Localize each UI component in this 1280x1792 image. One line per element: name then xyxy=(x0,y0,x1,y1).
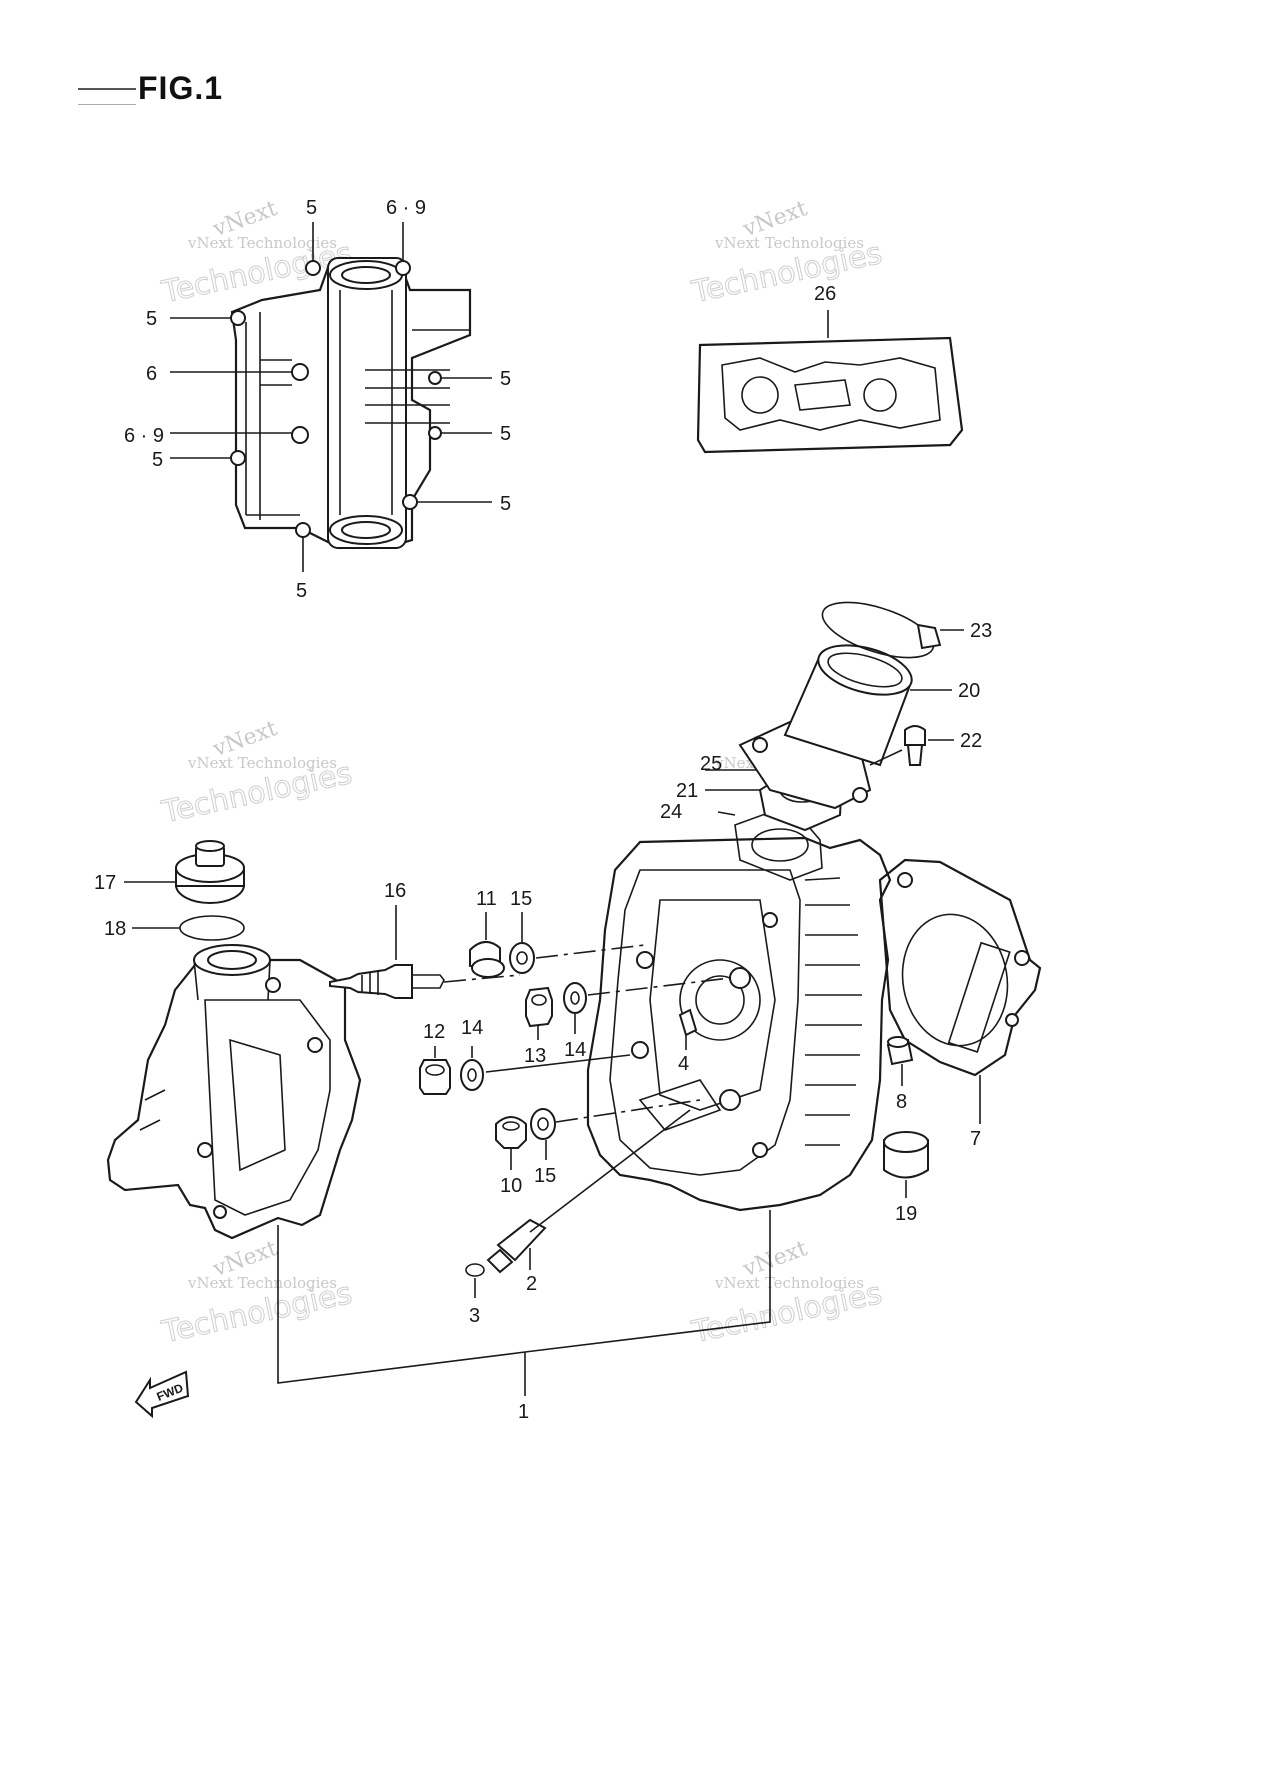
callout-label: 4 xyxy=(678,1053,689,1075)
watermark-top-right: vNext vNext Technologies Technologies xyxy=(688,196,886,311)
cap-nut-11: 11 xyxy=(469,888,505,978)
watermark-text: vNext Technologies xyxy=(187,754,337,772)
callout-label: 16 xyxy=(384,880,406,902)
callout-label: 19 xyxy=(895,1203,917,1225)
cylinder-head-gasket: 7 xyxy=(878,858,1042,1150)
watermark-bottom-right: vNext vNext Technologies Technologies xyxy=(688,1236,886,1351)
callout-label: 21 xyxy=(676,780,698,802)
callout-label: 10 xyxy=(500,1175,522,1197)
intake-pipe: 20 xyxy=(738,644,980,810)
watermark-text: vNext Technologies xyxy=(187,1274,337,1292)
callout-label: 5 xyxy=(500,368,511,390)
watermark-text: vNext Technologies xyxy=(714,234,864,252)
callout-label: 6 · 9 xyxy=(386,197,426,219)
callout-label: 6 xyxy=(146,363,157,385)
callout-label: 20 xyxy=(958,680,980,702)
callout-label: 1 xyxy=(518,1401,529,1423)
callout-label: 5 xyxy=(152,449,163,471)
callout-label: 3 xyxy=(469,1305,480,1327)
watermark-mid-left: vNext vNext Technologies Technologies xyxy=(158,716,356,831)
callout-label: 17 xyxy=(94,872,116,894)
callout-label: 6 · 9 xyxy=(124,425,164,447)
o-ring: 18 xyxy=(104,915,245,941)
callout-label: 5 xyxy=(296,580,307,602)
nut-13: 13 xyxy=(524,986,553,1067)
gasket-set: 26 xyxy=(696,283,964,454)
callout-label: 5 xyxy=(146,308,157,330)
callout-label: 14 xyxy=(564,1039,586,1061)
callout-label: 15 xyxy=(534,1165,556,1187)
watermark-text: vNext Technologies xyxy=(714,1274,864,1292)
dowel-pin: 8 xyxy=(886,1036,914,1113)
callout-label: 22 xyxy=(960,730,982,752)
callout-label: 11 xyxy=(476,888,497,910)
callout-label: 12 xyxy=(423,1021,445,1043)
watermark-bottom-left: vNext vNext Technologies Technologies xyxy=(158,1236,356,1351)
callout-label: 15 xyxy=(510,888,532,910)
callout-label: 23 xyxy=(970,620,992,642)
nut-12: 12 xyxy=(419,1021,451,1095)
figure-title: FIG.1 xyxy=(138,70,224,106)
cylinder-head-top-view: 5 6 · 9 5 6 5 6 · 9 5 5 5 5 xyxy=(124,197,511,602)
callout-label: 18 xyxy=(104,918,126,940)
callout-label: 24 xyxy=(660,801,682,823)
hose-clamp: 23 xyxy=(821,601,992,659)
forward-direction-arrow: FWD xyxy=(134,1370,190,1419)
assembly-bracket: 1 xyxy=(277,1210,771,1423)
washer-14-left: 14 xyxy=(460,1017,631,1091)
callout-label: 26 xyxy=(814,283,836,305)
oil-filler-cap: 17 xyxy=(94,840,245,904)
plug-cap: 19 xyxy=(883,1131,929,1225)
head-cover xyxy=(106,944,362,1240)
callout-label: 5 xyxy=(306,197,317,219)
watermark-text: vNext Technologies xyxy=(187,234,337,252)
callout-label: 5 xyxy=(500,423,511,445)
pan-screw: 22 xyxy=(869,725,982,766)
washer-15-bottom: 15 xyxy=(530,1099,701,1187)
valve-guide: 2 xyxy=(486,1109,691,1295)
callout-label: 14 xyxy=(461,1017,483,1039)
callout-label: 8 xyxy=(896,1091,907,1113)
spark-plug: 16 xyxy=(329,880,521,999)
cap-nut-10: 10 xyxy=(495,1116,527,1197)
watermark-top-left: vNext vNext Technologies Technologies xyxy=(158,196,356,311)
clip: 3 xyxy=(465,1263,485,1327)
title-rule-faint xyxy=(78,104,136,105)
callout-label: 7 xyxy=(970,1128,981,1150)
washer-15-top: 15 xyxy=(509,888,646,974)
title-rule xyxy=(78,88,136,90)
callout-label: 5 xyxy=(500,493,511,515)
callout-label: 25 xyxy=(700,753,722,775)
cylinder-head: 4 xyxy=(586,836,892,1212)
callout-label: 13 xyxy=(524,1045,546,1067)
callout-label: 2 xyxy=(526,1273,537,1295)
